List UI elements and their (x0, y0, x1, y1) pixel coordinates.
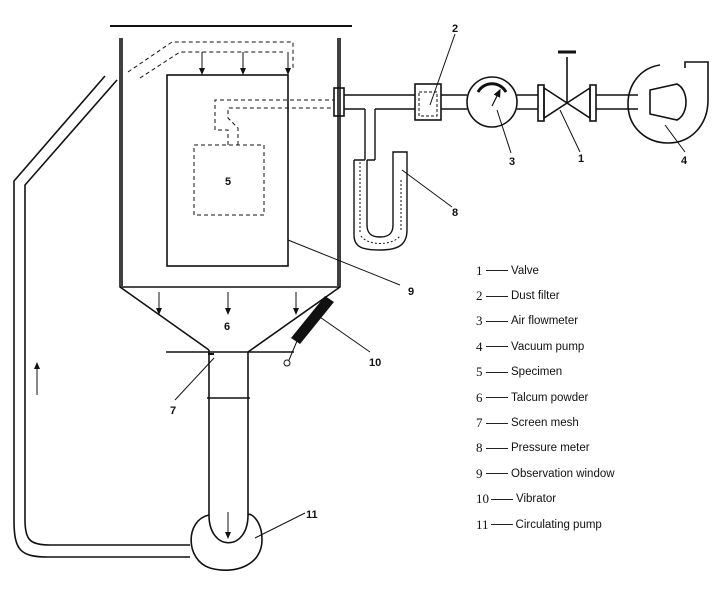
chamber (119, 38, 341, 353)
dust-filter (414, 83, 442, 121)
lower-tube (207, 350, 250, 515)
callout-10: 10 (369, 357, 381, 369)
callout-1: 1 (578, 153, 584, 165)
vibrator (283, 296, 334, 367)
exhaust-pipe (333, 87, 638, 117)
pressure-meter (353, 109, 408, 251)
callout-7: 7 (170, 405, 176, 417)
callout-11: 11 (306, 509, 318, 521)
return-loop (13, 75, 190, 558)
pressure-liquid (359, 162, 402, 244)
callout-5: 5 (225, 176, 231, 188)
leader-lines (174, 33, 686, 539)
circulating-pump (190, 513, 263, 571)
callout-8: 8 (452, 207, 458, 219)
observation-window (166, 74, 289, 267)
specimen-box (193, 144, 265, 216)
callout-9: 9 (408, 286, 414, 298)
air-flowmeter (466, 76, 518, 128)
valve (537, 50, 597, 122)
callout-6: 6 (224, 321, 230, 333)
top-inlet-duct (127, 41, 294, 79)
callout-2: 2 (452, 23, 458, 35)
callout-4: 4 (681, 155, 688, 167)
callout-3: 3 (509, 156, 515, 168)
vacuum-pump (627, 61, 709, 144)
specimen-duct (214, 99, 334, 145)
